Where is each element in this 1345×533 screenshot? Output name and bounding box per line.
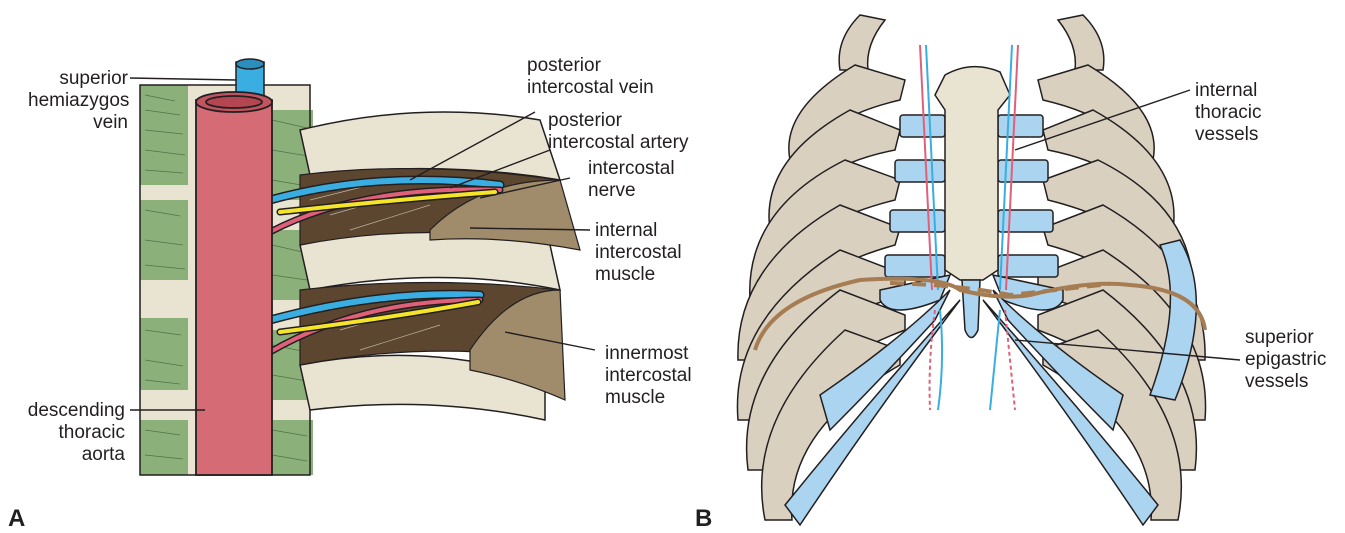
panel-a-drawing [130,59,595,475]
label-internal-intercostal-muscle: internal intercostal muscle [595,220,682,286]
label-superior-hemiazygos-vein: superior hemiazygos vein [28,68,128,134]
label-internal-thoracic-vessels: internal thoracic vessels [1195,80,1262,146]
panel-letter-b: B [695,505,712,533]
ribs-left [737,15,905,520]
label-descending-thoracic-aorta: descending thoracic aorta [10,400,125,466]
label-innermost-intercostal-muscle: innermost intercostal muscle [605,343,692,409]
label-intercostal-nerve: intercostal nerve [588,158,675,202]
panel-b-drawing [737,15,1240,525]
aorta [196,92,272,475]
panel-letter-a: A [8,505,25,533]
label-superior-epigastric-vessels: superior epigastric vessels [1245,327,1326,393]
label-posterior-intercostal-vein: posterior intercostal vein [527,55,654,99]
label-posterior-intercostal-artery: posterior intercostal artery [548,110,688,154]
